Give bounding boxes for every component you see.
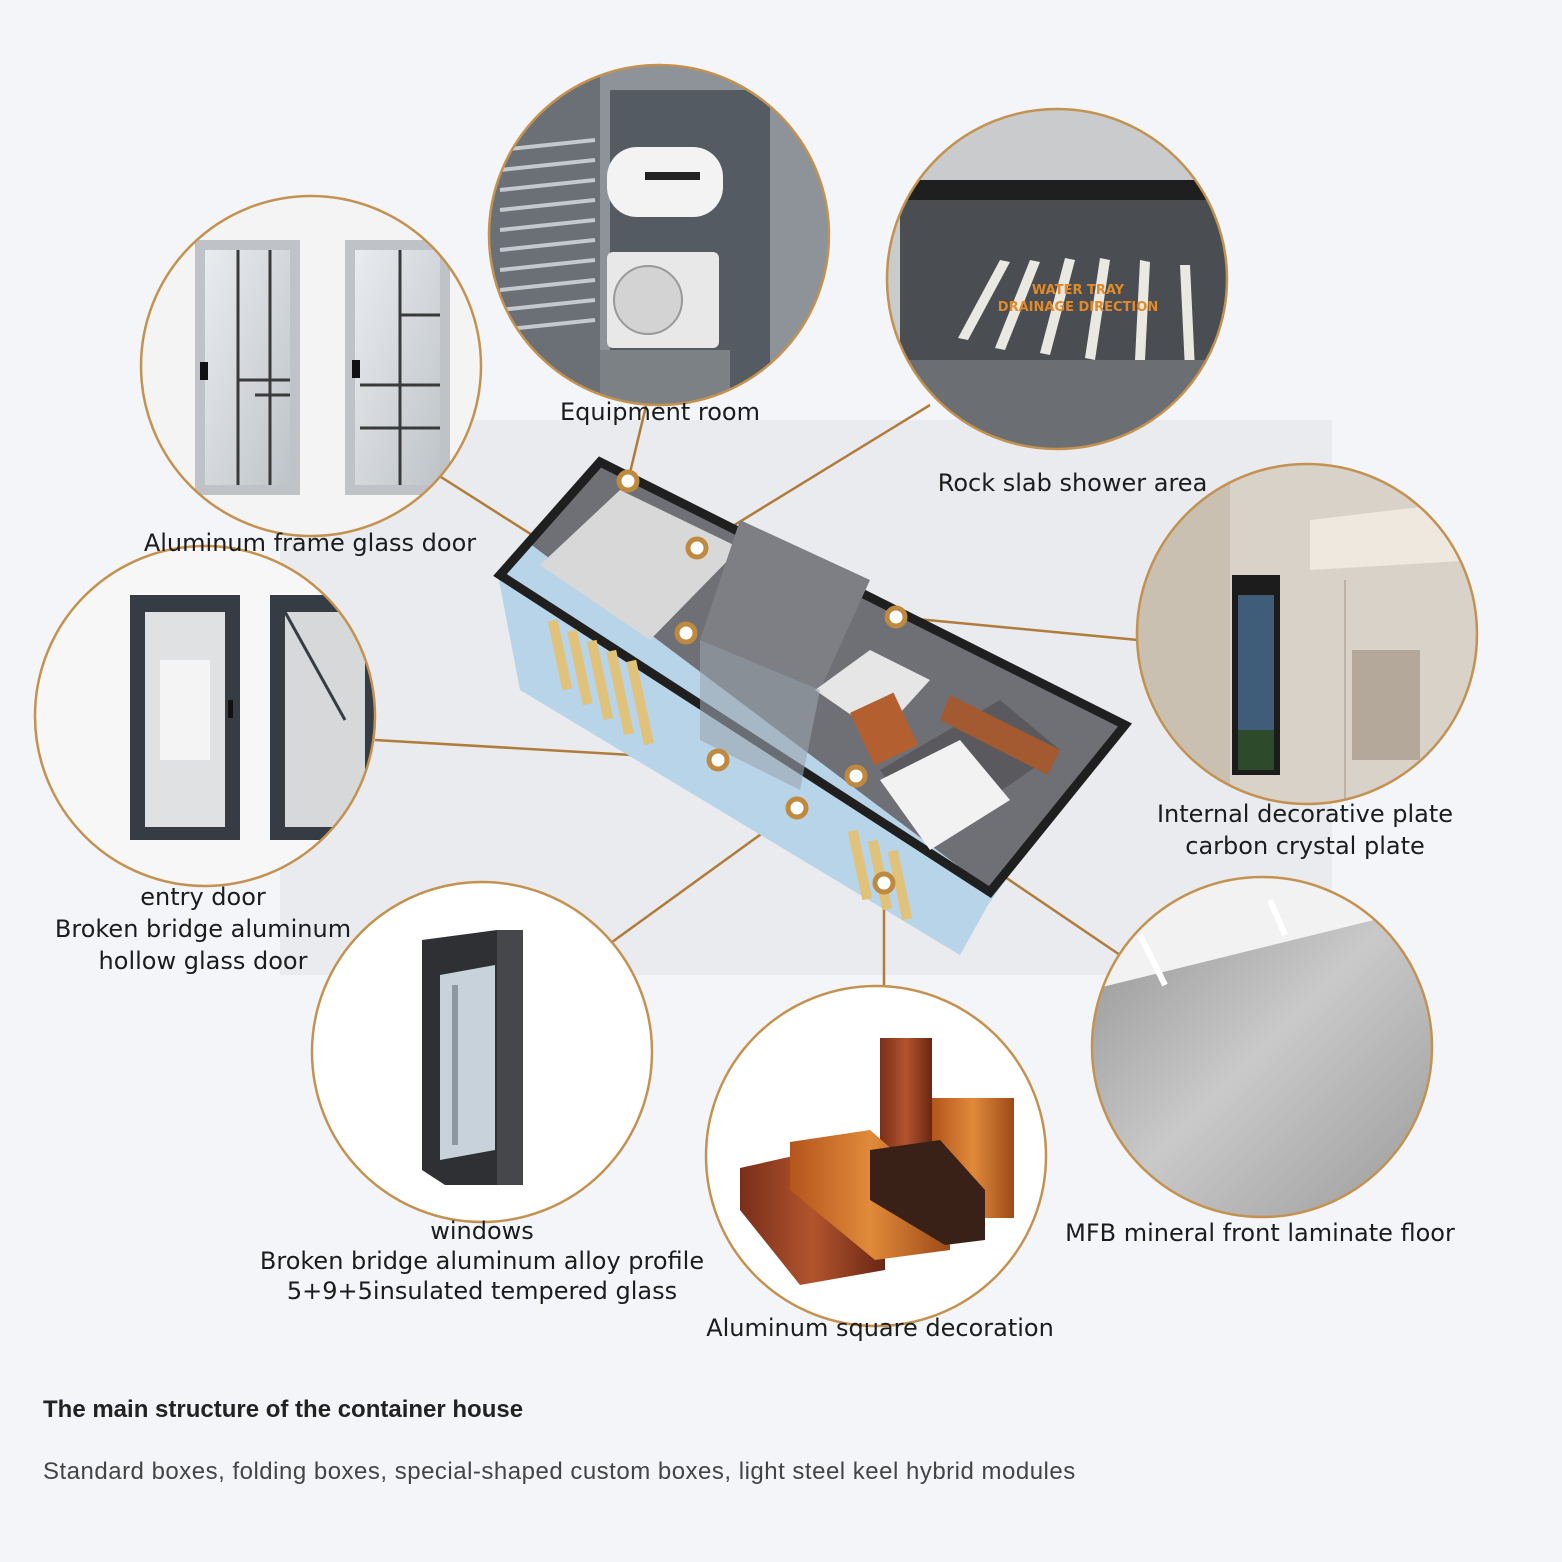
photo-internal-plate	[1135, 462, 1479, 806]
label-entry-door-line-1: entry door	[140, 883, 266, 911]
marker-dots	[616, 469, 908, 895]
photo-shower: WATER TRAY DRAINAGE DIRECTION	[885, 107, 1229, 451]
label-rock-slab-shower-line-1: Rock slab shower area	[937, 469, 1208, 497]
bathroom-floor	[540, 490, 740, 640]
label-aluminum-glass-door-line-1: Aluminum frame glass door	[143, 529, 477, 557]
container-house	[493, 456, 1133, 955]
shower-photo-text-2: DRAINAGE DIRECTION	[998, 300, 1158, 315]
chair	[849, 692, 919, 766]
label-equipment-room: Equipment room	[500, 396, 820, 428]
label-internal-plate: Internal decorative plate carbon crystal…	[1130, 798, 1480, 862]
marker-door	[674, 621, 698, 645]
photo-glass-door	[139, 194, 483, 538]
photo-equipment-room	[487, 63, 831, 407]
shower-photo-text-1: WATER TRAY	[1032, 283, 1125, 298]
marker-plate	[884, 605, 908, 629]
photo-aluminum-square	[704, 984, 1048, 1328]
kitchen-area	[700, 520, 870, 690]
kitchen-counter	[815, 650, 930, 735]
label-mfb-floor-line-1: MFB mineral front laminate floor	[1065, 1219, 1455, 1247]
label-entry-door-line-2: Broken bridge aluminum	[54, 915, 352, 943]
photo-mfb-floor	[1090, 875, 1434, 1219]
label-entry-door: entry door Broken bridge aluminum hollow…	[28, 881, 378, 977]
marker-entry	[706, 748, 730, 772]
label-aluminum-square-line-1: Aluminum square decoration	[706, 1314, 1054, 1342]
label-equipment-room-line-1: Equipment room	[560, 398, 760, 426]
marker-window	[785, 796, 809, 820]
label-entry-door-line-3: hollow glass door	[98, 947, 308, 975]
label-aluminum-glass-door: Aluminum frame glass door	[110, 527, 510, 559]
label-windows: windows Broken bridge aluminum alloy pro…	[232, 1216, 732, 1306]
footer-description: Standard boxes, folding boxes, special-s…	[43, 1458, 1076, 1485]
label-mfb-floor: MFB mineral front laminate floor	[1040, 1217, 1480, 1249]
water-heater	[607, 147, 723, 217]
headboard	[940, 695, 1060, 775]
marker-shower	[685, 536, 709, 560]
label-windows-line-2: Broken bridge aluminum alloy profile	[259, 1247, 705, 1275]
leader-plate	[895, 615, 1139, 642]
label-internal-plate-line-2: carbon crystal plate	[1185, 832, 1425, 860]
house-outline	[493, 456, 1133, 898]
bed-sheet	[880, 740, 1010, 850]
marker-square	[872, 871, 896, 895]
glass-wall	[700, 640, 820, 790]
label-aluminum-square: Aluminum square decoration	[680, 1312, 1080, 1344]
label-internal-plate-line-1: Internal decorative plate	[1156, 800, 1454, 828]
leader-shower	[696, 403, 931, 550]
leader-equipment	[626, 405, 648, 482]
marker-bed	[844, 764, 868, 788]
label-windows-line-3: 5+9+5insulated tempered glass	[286, 1277, 678, 1305]
footer-title: The main structure of the container hous…	[43, 1396, 524, 1423]
drainage-strips	[958, 258, 1195, 370]
label-rock-slab-shower: Rock slab shower area	[900, 467, 1245, 499]
label-windows-line-1: windows	[430, 1217, 534, 1245]
photo-window-profile	[310, 880, 654, 1224]
marker-equipment	[616, 469, 640, 493]
